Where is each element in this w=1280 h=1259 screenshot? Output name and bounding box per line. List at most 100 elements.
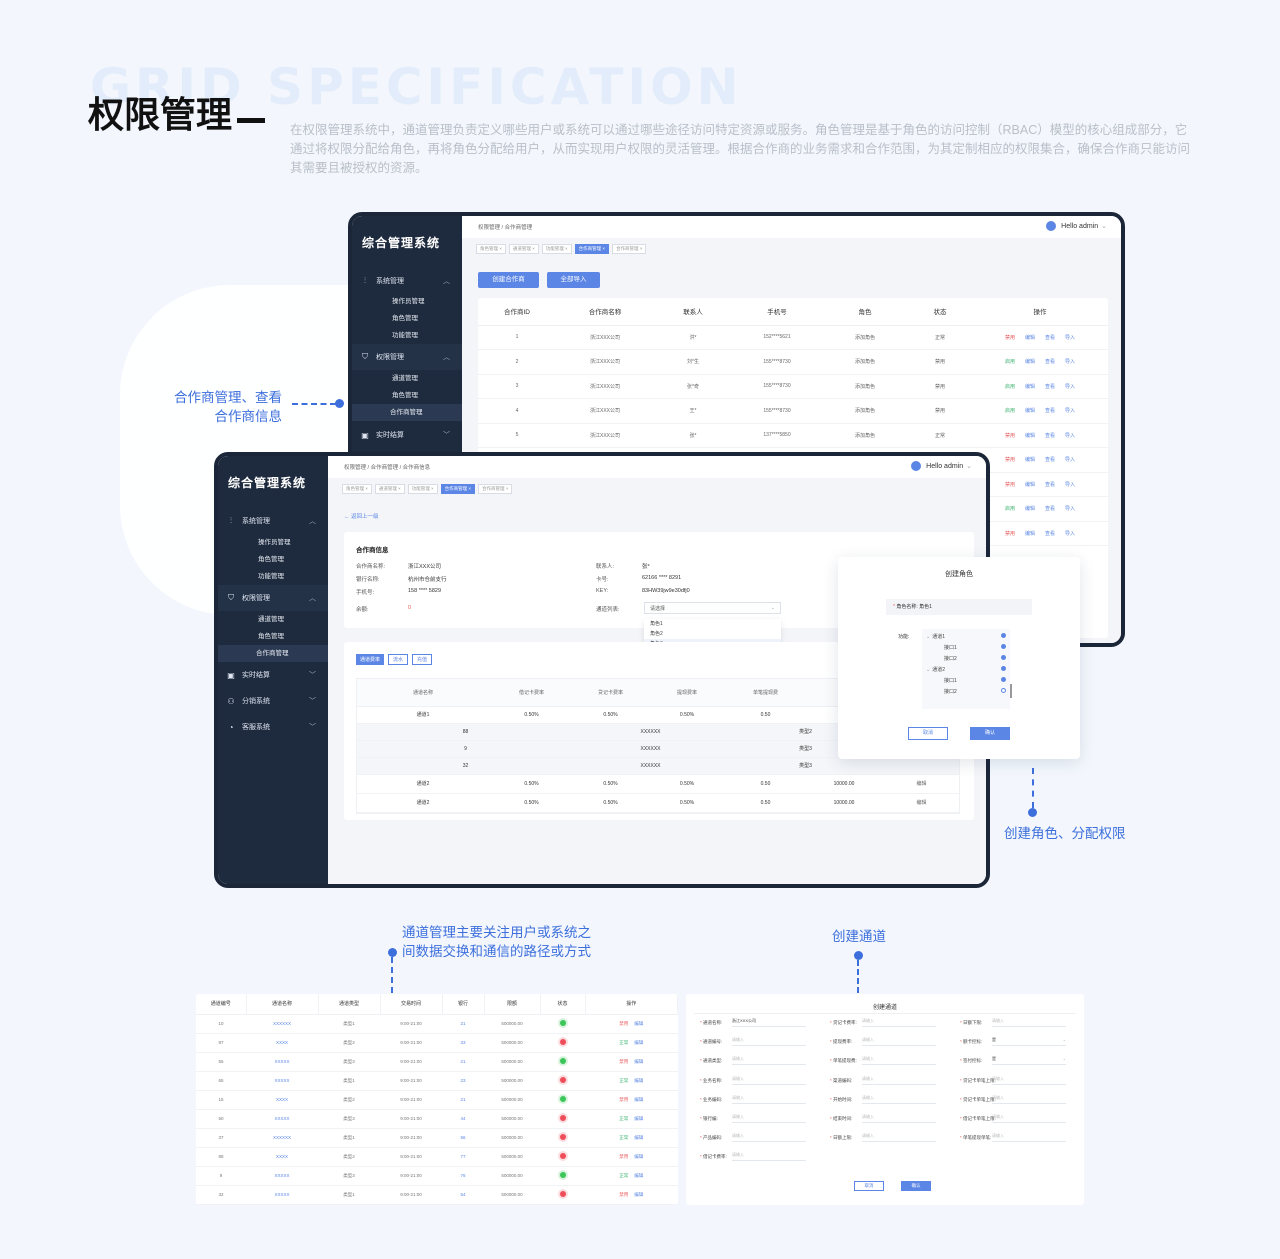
edit-link[interactable]: 编辑 [1024, 334, 1035, 341]
cell-name[interactable]: XXXX [246, 1147, 318, 1167]
toggle-link[interactable]: 启用 [1004, 359, 1015, 366]
menu-distribution[interactable]: ⚇分销系统﹀ [218, 688, 328, 714]
form-input[interactable]: 请输入 [732, 1114, 806, 1123]
view-link[interactable]: 查看 [1045, 432, 1056, 439]
tab-rate[interactable]: 通道费率 [356, 654, 385, 665]
channel-select[interactable]: 请选择⌄ [644, 602, 781, 614]
menu-settlement[interactable]: ▣实时结算﹀ [218, 662, 328, 688]
edit-link[interactable]: 编辑 [1024, 359, 1035, 366]
edit-link[interactable]: 编辑 [634, 1058, 644, 1064]
tree-leaf[interactable]: 接口1 [944, 677, 1006, 684]
add-role-link[interactable]: 添加角色 [822, 374, 908, 399]
tab-recharge[interactable]: 充值 [412, 654, 433, 665]
modal-ok-button[interactable]: 确认 [970, 727, 1010, 740]
checkbox-icon[interactable] [1001, 688, 1006, 693]
toggle-link[interactable]: 启用 [1004, 383, 1015, 390]
toggle-link[interactable]: 启用 [1004, 408, 1015, 415]
edit-link[interactable]: 编辑 [634, 1191, 644, 1197]
tag-partner[interactable]: 合作商管理 × [478, 484, 513, 494]
tree-node[interactable]: ⌄通道2 [926, 666, 1006, 673]
add-role-link[interactable]: 添加角色 [822, 349, 908, 375]
edit-link[interactable]: 编辑 [1024, 481, 1035, 488]
form-input[interactable]: 请输入 [862, 1095, 936, 1104]
edit-link[interactable]: 编辑 [1024, 383, 1035, 390]
import-link[interactable]: 导入 [1065, 408, 1076, 415]
tag-function[interactable]: 功能管理 × [407, 484, 438, 494]
form-input[interactable]: 请输入 [732, 1076, 806, 1085]
menu-system[interactable]: ⫶系统管理︿ [218, 508, 328, 534]
import-link[interactable]: 导入 [1065, 457, 1076, 464]
dropdown-option[interactable]: 角色2 [650, 631, 663, 637]
back-link[interactable]: ← 返回上一级 [344, 512, 379, 520]
tag-partner[interactable]: 合作商管理 × [612, 244, 647, 254]
cell-name[interactable]: 浙江XXX公司 [556, 349, 654, 375]
cell-name[interactable]: XXXXX [246, 1166, 318, 1186]
modal-cancel-button[interactable]: 取消 [908, 727, 948, 740]
checkbox-checked-icon[interactable] [1001, 677, 1006, 682]
tag-role[interactable]: 角色管理 × [342, 484, 372, 494]
view-link[interactable]: 查看 [1045, 334, 1056, 341]
edit-link[interactable]: 编辑 [634, 1020, 644, 1026]
menu-partner[interactable]: 合作商管理 [218, 645, 328, 662]
toggle-link[interactable]: 禁用 [619, 1096, 629, 1102]
toggle-link[interactable]: 禁用 [1004, 432, 1015, 439]
checkbox-checked-icon[interactable] [1001, 633, 1006, 638]
tag-channel[interactable]: 通道管理 × [508, 244, 539, 254]
toggle-link[interactable]: 正常 [619, 1115, 629, 1121]
form-input[interactable]: 请输入 [862, 1037, 936, 1047]
form-input[interactable]: 请输入 [732, 1133, 806, 1143]
tree-leaf[interactable]: 接口2 [944, 688, 1006, 695]
form-input[interactable]: 是⌄ [992, 1056, 1066, 1066]
edit-link[interactable]: 编辑 [634, 1115, 644, 1121]
add-role-link[interactable]: 添加角色 [822, 423, 908, 448]
cell-name[interactable]: 浙江XXX公司 [556, 398, 654, 424]
edit-link[interactable]: 编辑 [884, 793, 959, 813]
cell-name[interactable]: XXXXXX [246, 1128, 318, 1148]
menu-role[interactable]: 角色管理 [258, 556, 284, 563]
menu-customer-service[interactable]: ◔客服系统﹀ [218, 714, 328, 740]
tag-channel[interactable]: 通道管理 × [374, 484, 405, 494]
tab-flow[interactable]: 流水 [388, 654, 409, 665]
toggle-link[interactable]: 禁用 [619, 1058, 629, 1064]
menu-partner[interactable]: 合作商管理 [352, 404, 462, 421]
edit-link[interactable]: 编辑 [634, 1096, 644, 1102]
channel-ok-button[interactable]: 确认 [901, 1181, 931, 1191]
import-all-button[interactable]: 全部导入 [547, 272, 600, 288]
add-role-link[interactable]: 添加角色 [822, 398, 908, 424]
edit-link[interactable]: 编辑 [634, 1172, 644, 1178]
edit-link[interactable]: 编辑 [634, 1039, 644, 1045]
cell-name[interactable]: XXXXXX [246, 1014, 318, 1034]
form-input[interactable]: 请输入 [992, 1095, 1066, 1104]
import-link[interactable]: 导入 [1065, 334, 1076, 341]
tree-leaf[interactable]: 接口1 [944, 644, 1006, 651]
tag-role[interactable]: 角色管理 × [476, 244, 506, 254]
cell-name[interactable]: XXXXX [246, 1052, 318, 1072]
edit-link[interactable]: 编辑 [1024, 408, 1035, 415]
form-input[interactable]: 请输入 [992, 1114, 1066, 1123]
scrollbar[interactable] [1010, 684, 1012, 698]
checkbox-checked-icon[interactable] [1001, 666, 1006, 671]
form-input[interactable]: 请输入 [992, 1133, 1066, 1143]
toggle-link[interactable]: 正常 [619, 1039, 629, 1045]
cell-name[interactable]: XXXXX [246, 1109, 318, 1129]
form-input[interactable]: 请输入 [862, 1018, 936, 1027]
tree-leaf[interactable]: 接口2 [944, 655, 1006, 662]
edit-link[interactable]: 编辑 [1024, 432, 1035, 439]
menu-settlement[interactable]: ▣实时结算﹀ [352, 422, 462, 448]
import-link[interactable]: 导入 [1065, 506, 1076, 513]
form-input[interactable]: 请输入 [862, 1056, 936, 1066]
cell-name[interactable]: 浙江XXX公司 [556, 325, 654, 350]
form-input[interactable]: 请输入 [732, 1056, 806, 1066]
toggle-link[interactable]: 正常 [619, 1134, 629, 1140]
import-link[interactable]: 导入 [1065, 383, 1076, 390]
view-link[interactable]: 查看 [1045, 506, 1056, 513]
tag-partner-active[interactable]: 合作商管理 × [440, 484, 476, 494]
view-link[interactable]: 查看 [1045, 530, 1056, 537]
edit-link[interactable]: 编辑 [634, 1134, 644, 1140]
menu-operator[interactable]: 操作员管理 [392, 298, 425, 305]
form-input[interactable]: 请输入 [732, 1037, 806, 1047]
form-input[interactable]: 请输入 [862, 1114, 936, 1123]
form-input[interactable]: 浙江XXX公司 [732, 1018, 806, 1027]
import-link[interactable]: 导入 [1065, 359, 1076, 366]
menu-permission[interactable]: ⛉权限管理︿ [352, 344, 462, 370]
